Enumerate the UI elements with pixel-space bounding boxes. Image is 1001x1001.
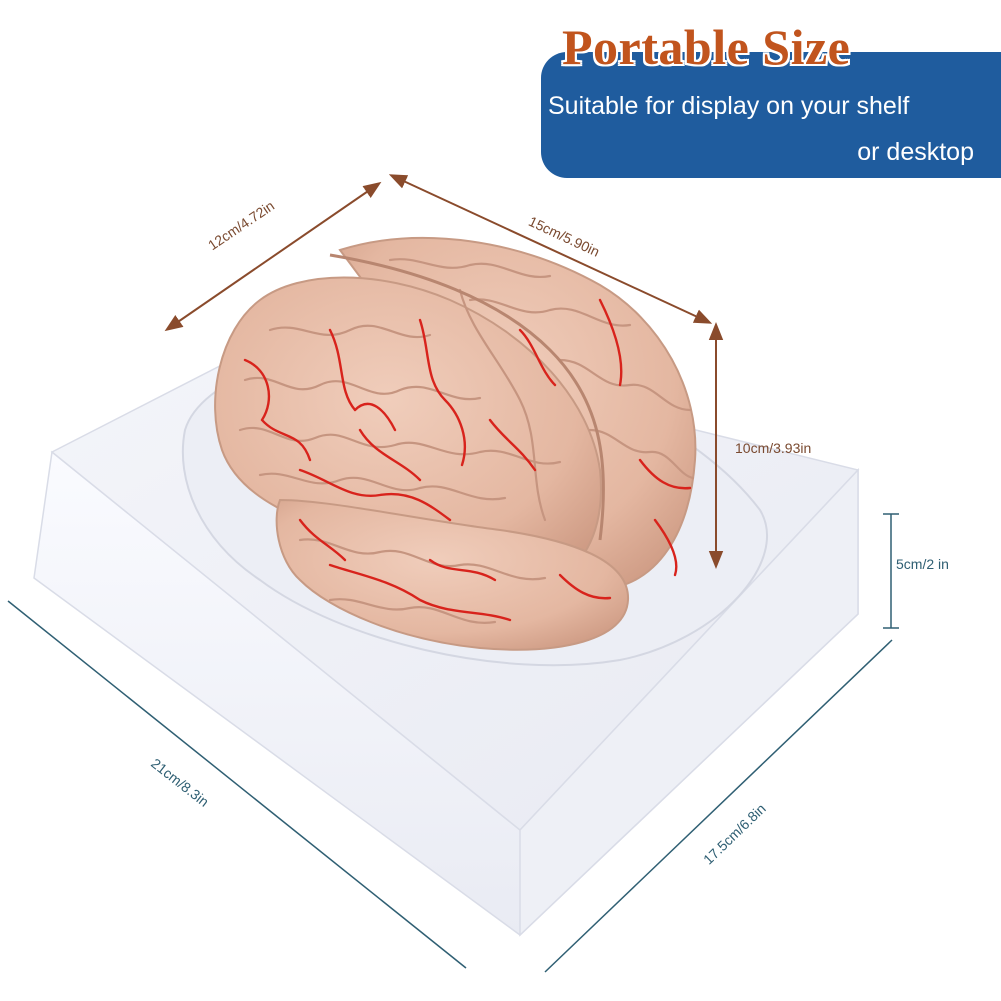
base-length-line: [7, 600, 467, 969]
banner-title: Portable Size: [562, 19, 851, 75]
base-width-line: [544, 639, 893, 973]
banner-subtitle-line-1: Suitable for display on your shelf: [548, 92, 910, 120]
width-arrow: [388, 174, 713, 324]
depth-arrow: [164, 181, 382, 332]
base-height-line: [883, 513, 899, 629]
base-height-label: 5cm/2 in: [896, 556, 949, 572]
info-banner: [541, 52, 1001, 178]
height-label: 10cm/3.93in: [735, 440, 812, 456]
brain-model: [214, 237, 697, 651]
banner-subtitle-line-2: or desktop: [857, 138, 974, 166]
